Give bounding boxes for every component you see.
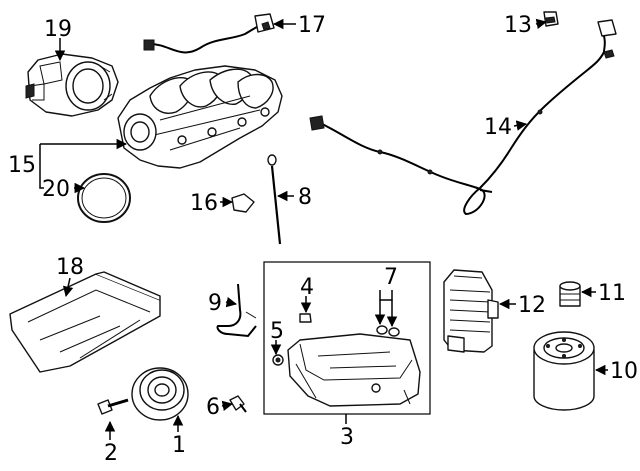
sensor-6-drawing bbox=[229, 395, 247, 413]
callout-19: 19 bbox=[44, 17, 72, 42]
wiring-harness-14-drawing bbox=[309, 19, 617, 216]
callout-11: 11 bbox=[598, 281, 626, 306]
dipstick-drawing bbox=[267, 154, 282, 245]
damper-pulley-drawing bbox=[131, 367, 189, 421]
callout-6: 6 bbox=[206, 395, 220, 420]
baffle-18-drawing bbox=[9, 271, 161, 373]
throttle-body-drawing bbox=[25, 53, 119, 117]
filter-element-11-drawing bbox=[559, 281, 581, 307]
callout-5: 5 bbox=[270, 319, 284, 344]
bolt-drawing bbox=[97, 398, 129, 415]
callout-20: 20 bbox=[42, 177, 70, 202]
oil-pan-drawing bbox=[287, 333, 421, 407]
tube-9-drawing bbox=[216, 283, 257, 338]
callout-4: 4 bbox=[300, 275, 314, 300]
callout-14: 14 bbox=[484, 115, 512, 140]
callout-2: 2 bbox=[104, 441, 118, 466]
oil-pan-kit-frame bbox=[263, 261, 431, 415]
sensor-13-drawing bbox=[543, 11, 559, 27]
callout-12: 12 bbox=[518, 293, 546, 318]
callout-15: 15 bbox=[8, 153, 36, 178]
leader-lines bbox=[39, 18, 608, 440]
callout-7: 7 bbox=[384, 265, 398, 290]
bolt-5-drawing bbox=[272, 354, 284, 366]
oil-cooler-drawing bbox=[443, 269, 499, 353]
gasket-16-drawing bbox=[231, 193, 255, 213]
oil-filter-drawing bbox=[533, 331, 595, 411]
callout-10: 10 bbox=[610, 359, 638, 384]
callout-8: 8 bbox=[298, 185, 312, 210]
callout-17: 17 bbox=[298, 13, 326, 38]
callout-18: 18 bbox=[56, 255, 84, 280]
intake-manifold-drawing bbox=[117, 65, 283, 169]
gasket-ring-drawing bbox=[77, 173, 131, 223]
seals-7-drawing bbox=[376, 325, 400, 337]
drain-plug-4-drawing bbox=[299, 313, 312, 323]
callout-1: 1 bbox=[172, 433, 186, 458]
callout-9: 9 bbox=[208, 291, 222, 316]
callout-13: 13 bbox=[504, 13, 532, 38]
callout-16: 16 bbox=[190, 191, 218, 216]
callout-3: 3 bbox=[340, 425, 354, 450]
wire-harness-17-drawing bbox=[143, 13, 275, 54]
